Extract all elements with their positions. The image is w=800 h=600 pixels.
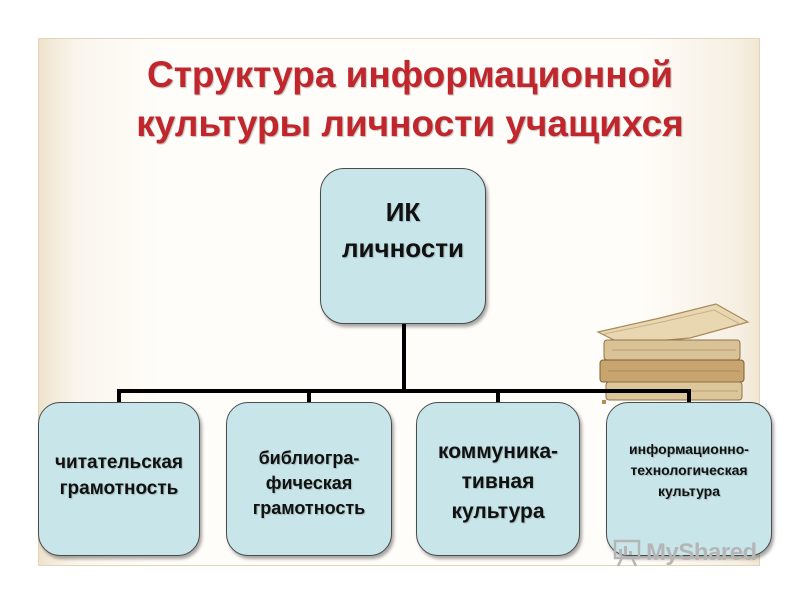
title-line-1: Структура информационной bbox=[147, 54, 673, 95]
title-line-2: культуры личности учащихся bbox=[136, 103, 684, 144]
node-child-2-label: библиогра- фическая грамотность bbox=[252, 447, 366, 518]
node-child-1: читательская грамотность bbox=[38, 402, 200, 556]
node-child-1-label: читательская грамотность bbox=[55, 452, 183, 499]
node-child-3-label: коммуника- тивная культура bbox=[437, 440, 559, 523]
node-child-2: библиогра- фическая грамотность bbox=[226, 402, 392, 556]
slide-title: Структура информационной культуры личнос… bbox=[60, 50, 760, 148]
node-root-label: ИК личности bbox=[341, 197, 464, 263]
node-child-4-label: информационно- технологическая культура bbox=[629, 440, 749, 499]
presentation-board-icon bbox=[613, 539, 641, 567]
node-child-3: коммуника- тивная культура bbox=[416, 402, 580, 556]
node-child-4: информационно- технологическая культура bbox=[606, 402, 772, 556]
node-root: ИК личности bbox=[320, 168, 486, 324]
watermark-text: MyShared bbox=[646, 539, 757, 566]
watermark: MyShared bbox=[612, 538, 757, 568]
